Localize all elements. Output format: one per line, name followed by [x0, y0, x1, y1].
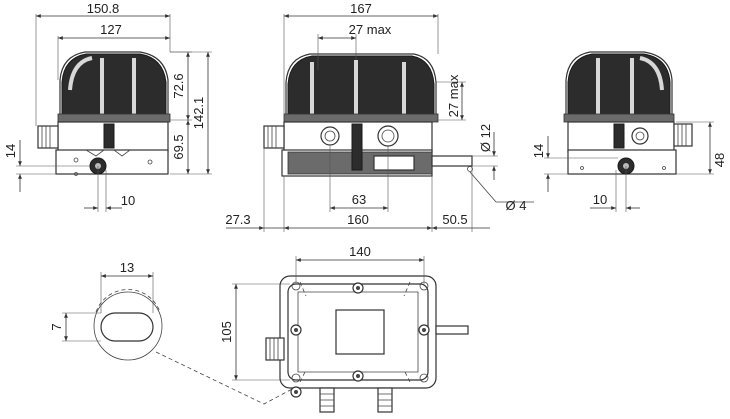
dim-base-width: 160 — [347, 212, 369, 227]
dim-slot-height: 7 — [49, 323, 64, 330]
dim-shaft-length: 50.5 — [442, 212, 467, 227]
slot-detail: 13 7 — [49, 260, 295, 405]
dim-shaft-offset: 10 — [121, 193, 135, 208]
front-view: 167 27 max 27 max Ø 12 Ø 4 63 27.3 — [225, 1, 534, 232]
dim-lever-max: 27 max — [349, 22, 392, 37]
left-side-view: 150.8 127 72.6 69.5 142.1 14 10 — [3, 1, 212, 212]
dim-right-height: 48 — [712, 153, 727, 167]
dim-body-height: 69.5 — [171, 134, 186, 159]
dim-left-offset: 27.3 — [225, 212, 250, 227]
dim-lid-height: 72.6 — [171, 73, 186, 98]
dim-right-shaft-height: 14 — [531, 144, 546, 158]
dim-top-height: 105 — [219, 321, 234, 343]
dim-mount-spacing: 63 — [352, 192, 366, 207]
dim-vertical-max: 27 max — [446, 74, 461, 117]
dim-front-width: 167 — [350, 1, 372, 16]
dim-slot-width: 13 — [120, 260, 134, 275]
dim-overall-height: 142.1 — [191, 97, 206, 130]
right-side-view: 14 48 10 — [531, 51, 727, 212]
dim-lid-width: 127 — [100, 22, 122, 37]
dim-overall-width: 150.8 — [87, 1, 120, 16]
top-view: 140 105 — [219, 244, 469, 413]
dim-shaft-height: 14 — [3, 144, 18, 158]
dim-pin-diameter: Ø 4 — [506, 198, 527, 213]
dim-top-width: 140 — [349, 244, 371, 259]
dim-right-shaft-offset: 10 — [593, 192, 607, 207]
dim-shaft-diameter: Ø 12 — [478, 124, 493, 152]
